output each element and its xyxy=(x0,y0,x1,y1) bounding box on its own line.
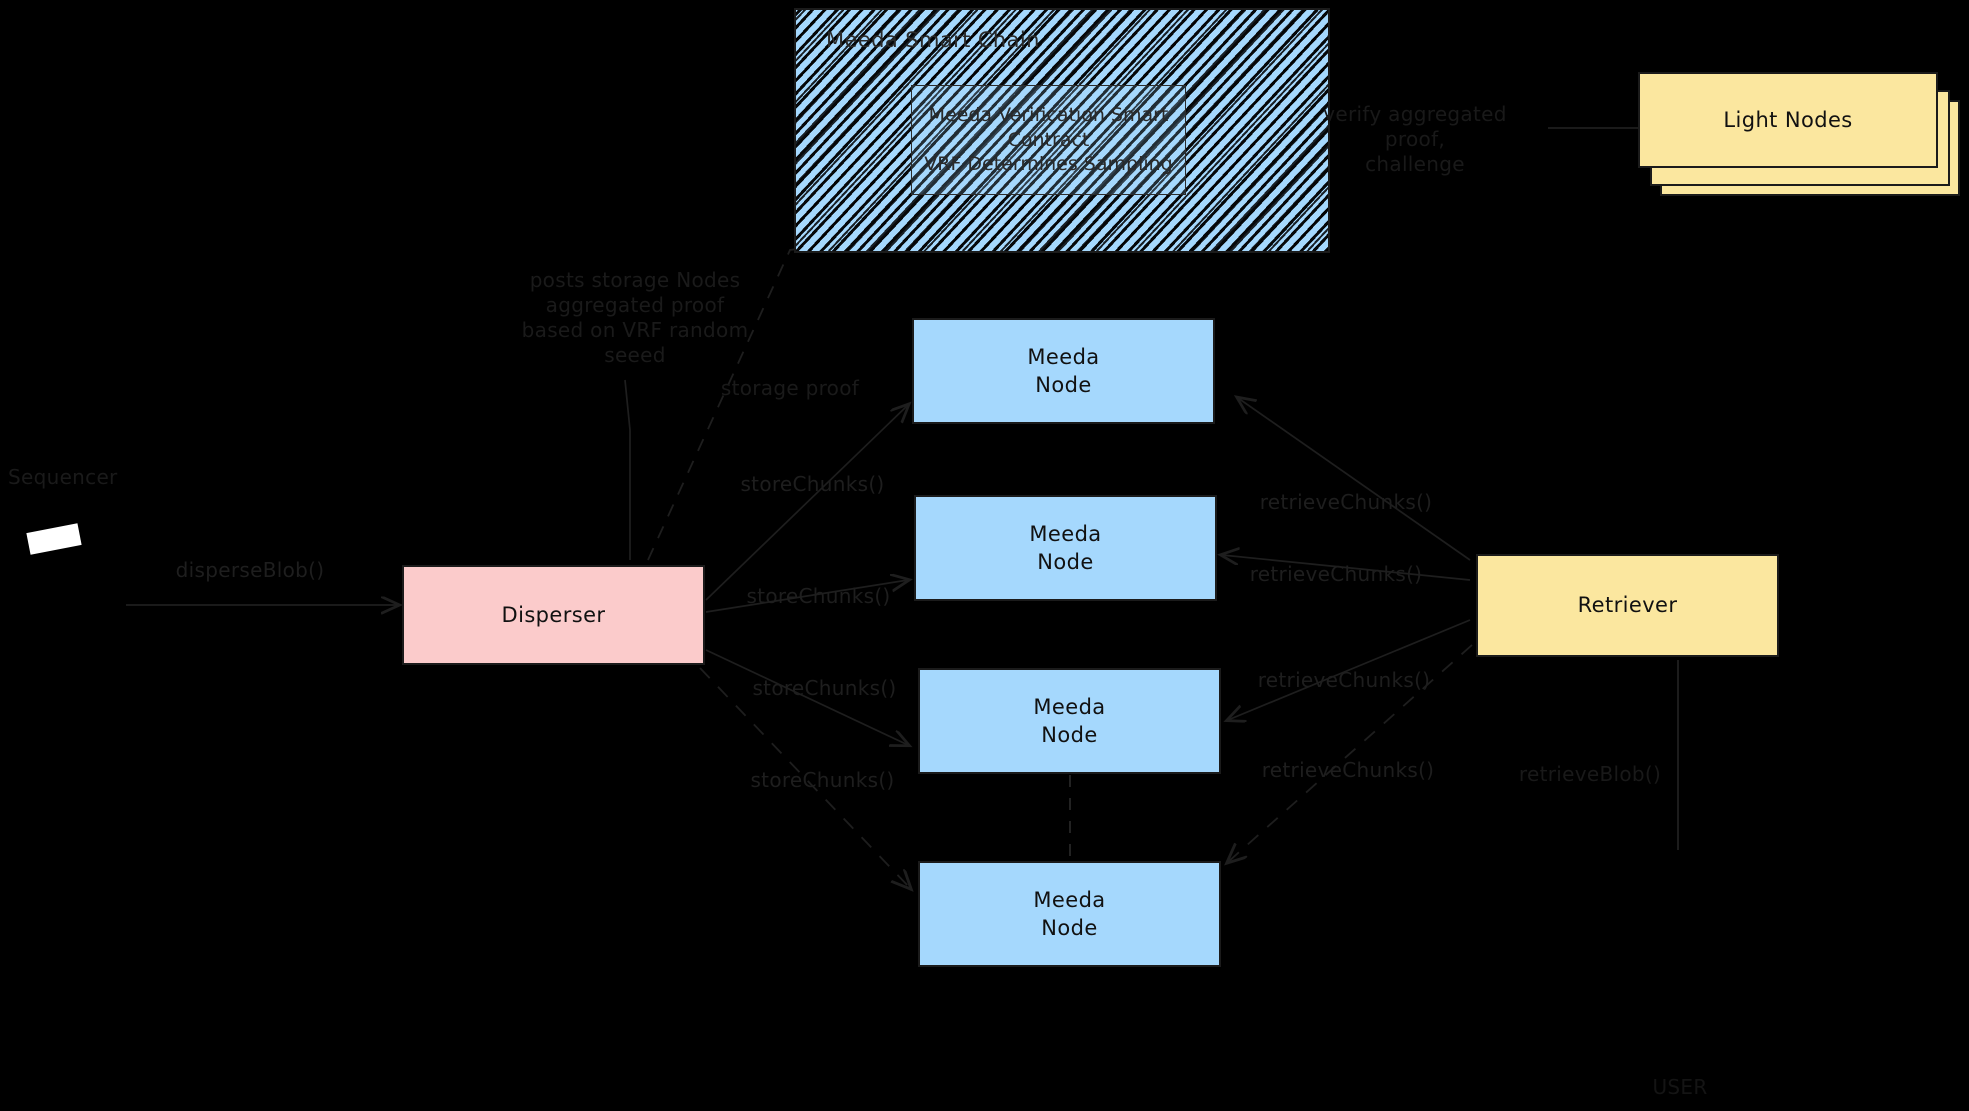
disperser-label: Disperser xyxy=(501,602,606,627)
edge-store-chunks-1 xyxy=(705,405,908,601)
hatch-pattern-secondary xyxy=(796,10,1328,251)
edge-posts-proof xyxy=(624,379,631,560)
user-label: USER xyxy=(1652,1075,1708,1099)
edge-label-retrieve-chunks-2: retrieveChunks() xyxy=(1249,562,1423,586)
sequencer-marker xyxy=(26,523,82,555)
edge-label-store-chunks-4: storeChunks() xyxy=(750,768,895,792)
retriever-box[interactable]: Retriever xyxy=(1476,554,1779,657)
meeda-node-1-line2: Node xyxy=(1035,373,1092,397)
edge-label-store-chunks-2: storeChunks() xyxy=(746,584,891,608)
edge-label-retrieve-chunks-1: retrieveChunks() xyxy=(1259,490,1433,514)
edge-label-retrieve-blob: retrieveBlob() xyxy=(1518,762,1662,786)
meeda-node-3-line1: Meeda xyxy=(1033,694,1106,719)
meeda-node-3-line2: Node xyxy=(1041,723,1098,747)
meeda-node-4-line2: Node xyxy=(1041,916,1098,940)
meeda-smart-chain-title: Meeda Smart Chain xyxy=(826,28,1040,52)
edge-label-store-chunks-3: storeChunks() xyxy=(752,676,897,700)
meeda-node-1-line1: Meeda xyxy=(1027,344,1100,369)
edge-label-verify-challenge: verify aggregated proof, challenge xyxy=(1323,102,1507,176)
meeda-node-3[interactable]: Meeda Node xyxy=(918,668,1221,774)
contract-label-line2: Contract xyxy=(1007,128,1090,151)
meeda-node-4-line1: Meeda xyxy=(1033,887,1106,912)
retriever-label: Retriever xyxy=(1577,593,1678,618)
light-nodes-box[interactable]: Light Nodes xyxy=(1638,72,1938,168)
meeda-node-2[interactable]: Meeda Node xyxy=(914,495,1217,601)
edge-label-retrieve-chunks-4: retrieveChunks() xyxy=(1261,758,1435,782)
edge-label-storage-proof: storage proof xyxy=(720,376,860,400)
contract-label-line1: Meeda Verification Smart xyxy=(928,103,1169,126)
meeda-verification-smart-contract[interactable]: Meeda Verification Smart Contract VRF De… xyxy=(911,85,1186,195)
edge-label-posts-proof: posts storage Nodes aggregated proof bas… xyxy=(521,268,749,367)
sequencer-label: Sequencer xyxy=(8,465,118,489)
light-nodes-label: Light Nodes xyxy=(1723,107,1853,132)
contract-label-line3: VRF Determines Sampling xyxy=(924,153,1173,176)
edge-label-retrieve-chunks-3: retrieveChunks() xyxy=(1257,668,1431,692)
meeda-node-2-line2: Node xyxy=(1037,550,1094,574)
meeda-node-4[interactable]: Meeda Node xyxy=(918,861,1221,967)
meeda-smart-chain[interactable]: Meeda Smart Chain Meeda Verification Sma… xyxy=(794,8,1330,253)
edge-label-store-chunks-1: storeChunks() xyxy=(740,472,885,496)
meeda-node-1[interactable]: Meeda Node xyxy=(912,318,1215,424)
meeda-node-2-line1: Meeda xyxy=(1029,521,1102,546)
edge-retrieve-chunks-1 xyxy=(1238,398,1471,561)
disperser-box[interactable]: Disperser xyxy=(402,565,705,665)
edge-label-disperse-blob: disperseBlob() xyxy=(175,558,325,582)
